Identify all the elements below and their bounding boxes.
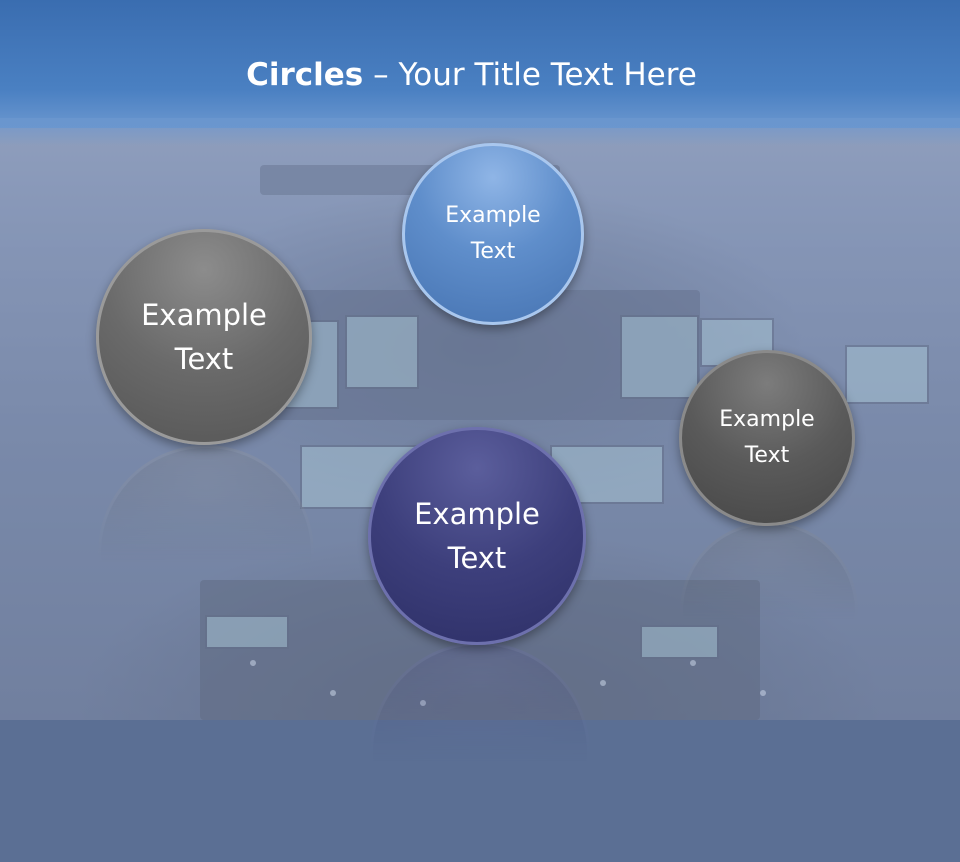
circle-dark-gray[interactable]: Example Text (679, 350, 855, 526)
circle-reflection (98, 445, 314, 661)
circle-gray-large[interactable]: Example Text (96, 229, 312, 445)
circle-label: Example Text (141, 298, 267, 376)
circle-label: Example Text (445, 203, 541, 264)
circle-reflection (370, 642, 590, 862)
circle-navy[interactable]: Example Text (368, 427, 586, 645)
circle-blue[interactable]: Example Text (402, 143, 584, 325)
title-bold: Circles (246, 57, 364, 93)
circle-reflection (680, 522, 858, 700)
circle-label: Example Text (719, 407, 815, 468)
title-rest: – Your Title Text Here (363, 57, 697, 93)
page-title: Circles – Your Title Text Here (0, 52, 943, 98)
title-band (0, 0, 960, 128)
title-band-fade (0, 118, 960, 146)
circle-label: Example Text (414, 497, 540, 575)
